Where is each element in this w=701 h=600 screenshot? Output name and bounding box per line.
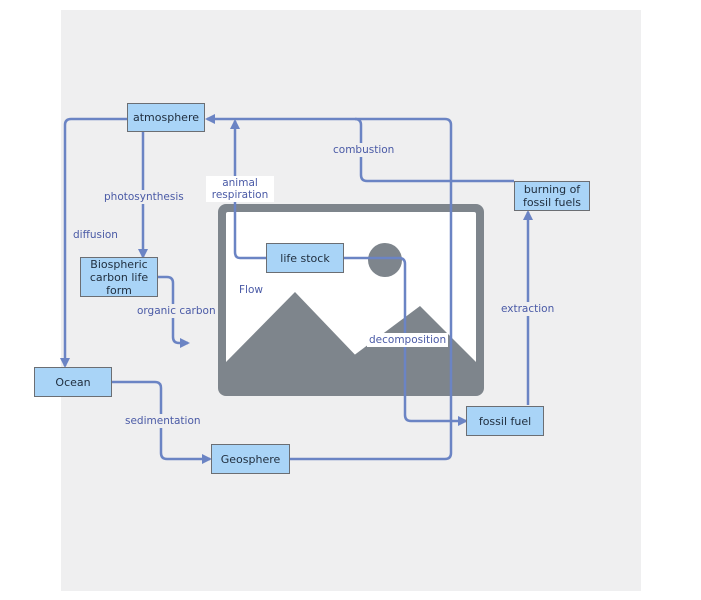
label-photosynthesis: photosynthesis [102, 190, 186, 204]
label-animal-respiration: animal respiration [206, 176, 274, 202]
node-fossil-fuel-label: fossil fuel [478, 414, 532, 428]
node-burning-fossil-fuels[interactable]: burning of fossil fuels [514, 181, 590, 211]
node-geosphere[interactable]: Geosphere [211, 444, 290, 474]
node-ocean[interactable]: Ocean [34, 367, 112, 397]
node-burning-label: burning of fossil fuels [522, 183, 582, 209]
node-life-stock[interactable]: life stock [266, 243, 344, 273]
label-flow: Flow [237, 283, 265, 297]
node-biospheric-carbon[interactable]: Biospheric carbon life form [80, 257, 158, 297]
node-atmosphere-label: atmosphere [133, 111, 199, 124]
node-atmosphere[interactable]: atmosphere [127, 103, 205, 132]
node-life-stock-label: life stock [280, 251, 330, 265]
node-geosphere-label: Geosphere [220, 452, 281, 466]
edge-diffusion [60, 117, 127, 368]
label-organic-carbon: organic carbon [135, 304, 218, 318]
node-ocean-label: Ocean [55, 375, 91, 389]
label-combustion: combustion [331, 143, 397, 157]
label-diffusion: diffusion [71, 228, 120, 242]
image-placeholder-icon [218, 204, 484, 396]
label-sedimentation: sedimentation [123, 414, 203, 428]
node-fossil-fuel[interactable]: fossil fuel [466, 406, 544, 436]
node-biospheric-label: Biospheric carbon life form [89, 257, 149, 297]
edge-geosphere-atmosphere [205, 114, 453, 461]
label-decomposition: decomposition [367, 333, 449, 347]
edge-combustion [354, 117, 514, 183]
label-extraction: extraction [499, 302, 557, 316]
edge-animal-respiration [230, 119, 266, 260]
